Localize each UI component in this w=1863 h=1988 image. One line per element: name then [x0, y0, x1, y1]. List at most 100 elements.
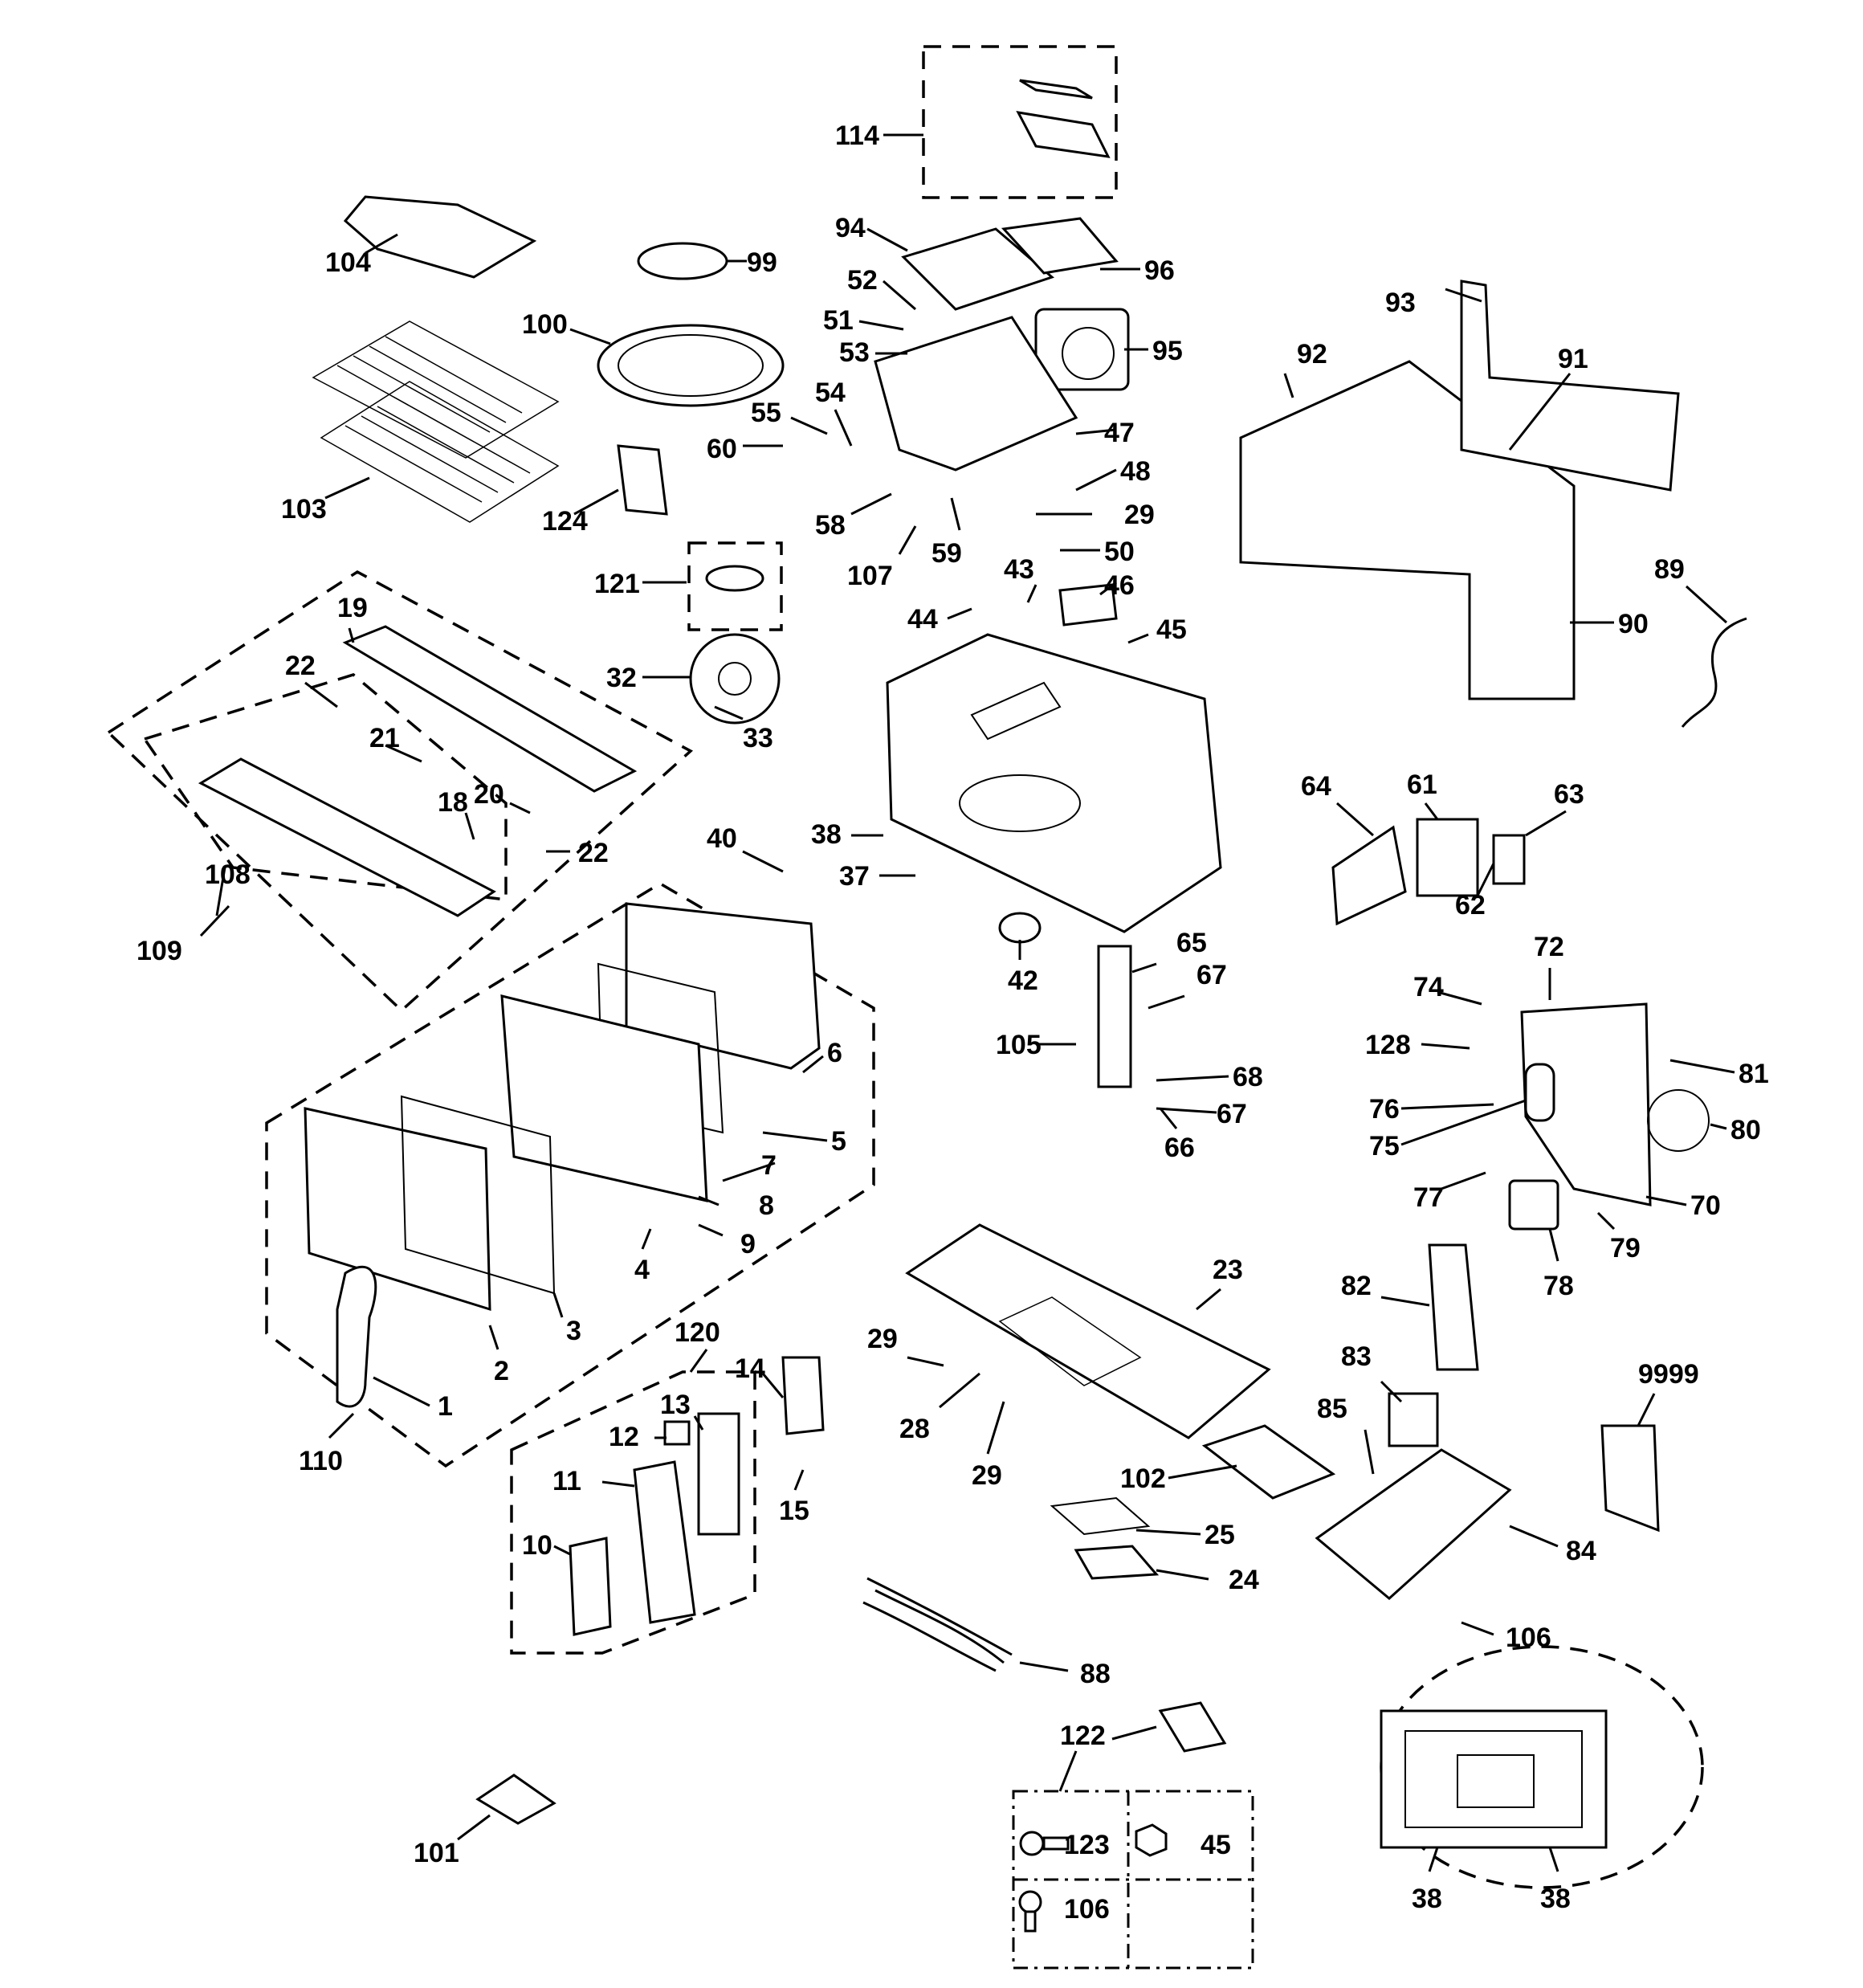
callout-81: 81	[1739, 1059, 1769, 1089]
mounting-plate-part	[1460, 280, 1680, 492]
callout-4: 4	[634, 1255, 650, 1285]
guide-63-part	[1492, 834, 1526, 885]
callout-7: 7	[761, 1150, 777, 1181]
callout-114: 114	[835, 120, 879, 151]
callout-91: 91	[1558, 344, 1588, 374]
support-hub	[718, 662, 752, 696]
callout-64: 64	[1301, 771, 1331, 802]
rack-part	[312, 320, 560, 523]
callout-52: 52	[847, 265, 878, 296]
callout-38-cavity: 38	[811, 819, 842, 850]
callout-68: 68	[1233, 1062, 1263, 1092]
callout-82: 82	[1341, 1271, 1372, 1301]
callout-59: 59	[932, 538, 962, 569]
nut-45-part	[1135, 1823, 1168, 1857]
callout-9999: 9999	[1638, 1359, 1699, 1390]
group-108-boundary	[142, 673, 508, 901]
callout-46: 46	[1104, 570, 1135, 601]
callout-106-kit: 106	[1064, 1894, 1110, 1925]
callout-67-lower: 67	[1217, 1099, 1247, 1129]
callout-110: 110	[299, 1446, 343, 1476]
callout-40: 40	[707, 823, 737, 854]
cover-96-part	[1001, 217, 1119, 275]
bracket-14-part	[781, 1356, 825, 1435]
fan-blade-part	[1647, 1089, 1710, 1152]
lens-25-part	[1050, 1496, 1151, 1536]
callout-2: 2	[494, 1356, 509, 1386]
group-121-box	[687, 541, 783, 631]
callout-18: 18	[438, 787, 468, 818]
magnetron-part	[1416, 818, 1479, 897]
callout-128: 128	[1365, 1030, 1411, 1060]
callout-63: 63	[1554, 779, 1584, 810]
callout-65: 65	[1176, 928, 1207, 958]
fan-motor-78-part	[1508, 1179, 1559, 1231]
callout-13: 13	[660, 1390, 691, 1420]
callout-33: 33	[743, 723, 773, 753]
callout-61: 61	[1407, 769, 1437, 800]
callout-62: 62	[1455, 890, 1486, 921]
power-cord-part	[1681, 617, 1747, 728]
callout-92: 92	[1297, 339, 1327, 369]
damper-part	[1016, 79, 1111, 158]
filter-bracket-46-part	[1058, 583, 1118, 627]
group-120-boundary	[510, 1370, 756, 1655]
callout-29-middle: 29	[867, 1324, 898, 1354]
callout-24: 24	[1229, 1565, 1259, 1595]
callout-19: 19	[337, 593, 368, 623]
callout-78: 78	[1543, 1271, 1574, 1301]
shield-82-part	[1428, 1243, 1479, 1371]
callout-106-base: 106	[1506, 1623, 1551, 1653]
door-choke-2-part	[304, 1107, 491, 1312]
callout-42: 42	[1008, 965, 1038, 996]
callout-104: 104	[325, 247, 371, 278]
latch-board-part	[1097, 945, 1132, 1088]
callout-67-upper: 67	[1196, 960, 1227, 990]
callout-38-detail-right: 38	[1540, 1884, 1571, 1914]
callout-44: 44	[907, 604, 938, 635]
callout-75: 75	[1369, 1131, 1400, 1161]
callout-120: 120	[675, 1317, 720, 1348]
group-109-boundary	[106, 569, 694, 1013]
callout-79: 79	[1610, 1233, 1641, 1263]
callout-28: 28	[899, 1414, 930, 1444]
callout-55: 55	[751, 398, 781, 428]
callout-6: 6	[827, 1038, 842, 1068]
capacitor-part	[1524, 1063, 1555, 1122]
callout-50: 50	[1104, 537, 1135, 567]
callout-70: 70	[1690, 1190, 1721, 1221]
callout-109: 109	[137, 936, 182, 966]
turntable-motor-part	[998, 912, 1042, 944]
callout-14: 14	[735, 1353, 765, 1384]
door-handle-part	[336, 1265, 377, 1408]
callout-101: 101	[414, 1838, 459, 1868]
callout-74: 74	[1413, 972, 1444, 1002]
manual-part	[1600, 1424, 1660, 1533]
detail-view-part	[1380, 1709, 1608, 1849]
cover-94-part	[901, 227, 1054, 311]
callout-80: 80	[1731, 1115, 1761, 1145]
callout-85: 85	[1317, 1394, 1347, 1424]
base-plate-84-part	[1315, 1448, 1512, 1600]
light-filter-102-part	[1201, 1424, 1336, 1500]
callout-124: 124	[542, 506, 588, 537]
callout-23: 23	[1213, 1255, 1243, 1285]
callout-76: 76	[1369, 1094, 1400, 1125]
callout-89: 89	[1654, 554, 1685, 585]
fan-motor-hub	[1062, 327, 1115, 380]
callout-21: 21	[369, 723, 400, 753]
callout-3: 3	[566, 1316, 581, 1346]
filter-part	[343, 195, 537, 279]
callout-94: 94	[835, 213, 866, 243]
callout-108: 108	[205, 859, 251, 890]
callout-45-kit: 45	[1201, 1830, 1231, 1860]
callout-8: 8	[759, 1190, 774, 1221]
callout-103: 103	[281, 494, 327, 525]
door-frame-6-part	[625, 902, 821, 1070]
callout-22-left: 22	[285, 651, 316, 681]
keypad-11-part	[633, 1460, 696, 1624]
callout-100: 100	[522, 309, 568, 340]
callout-88: 88	[1080, 1659, 1111, 1689]
transformer-part	[1388, 1392, 1439, 1447]
callout-12: 12	[609, 1422, 639, 1452]
